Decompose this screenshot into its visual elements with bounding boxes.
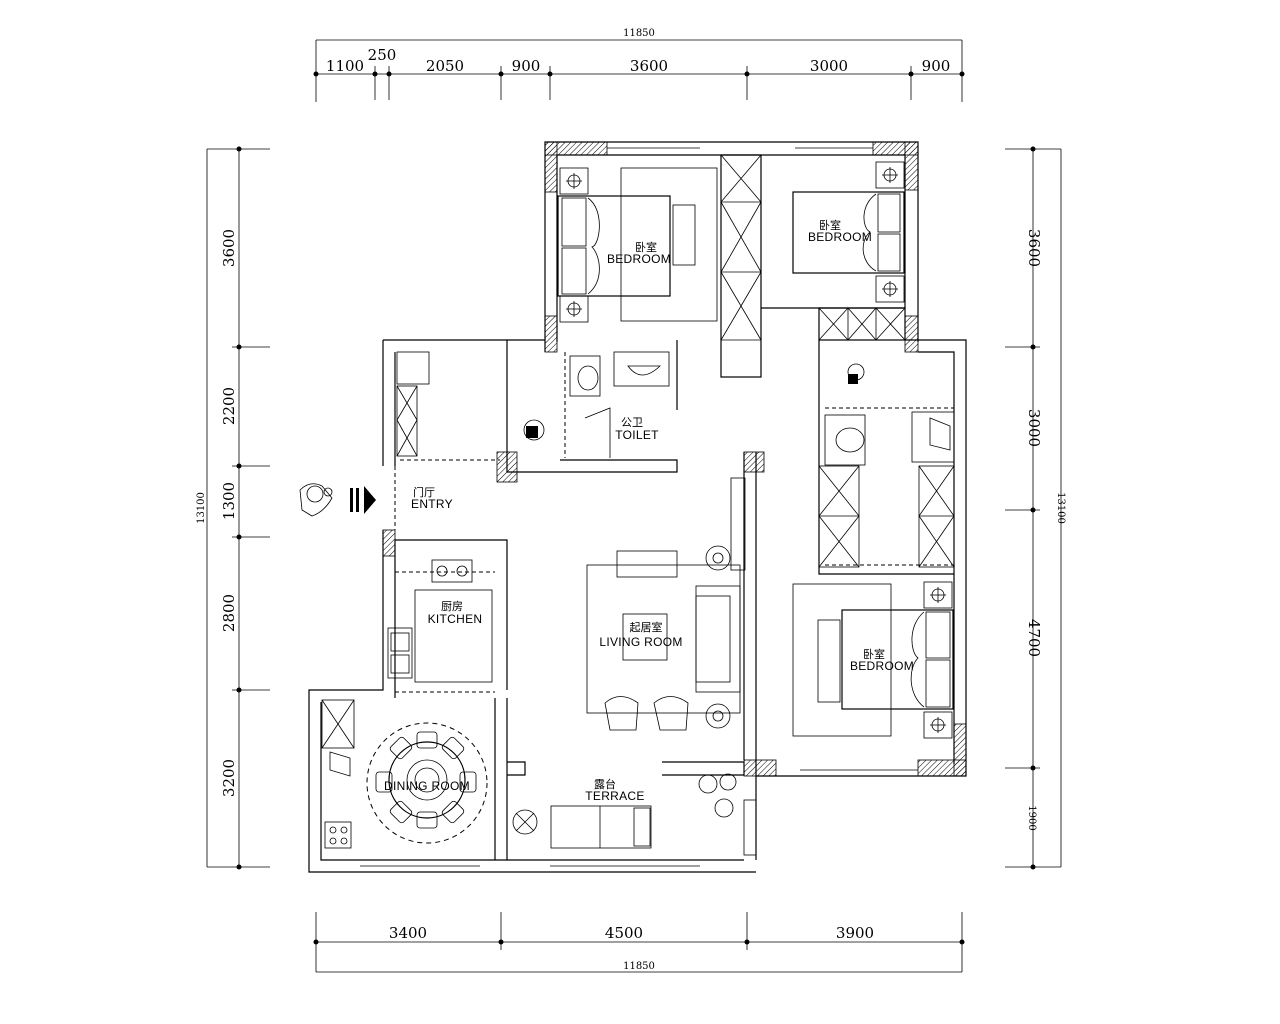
kitchen-en-label: KITCHEN bbox=[428, 612, 483, 626]
right-total-dimension: 13100 bbox=[1055, 492, 1066, 524]
toilet-fixtures bbox=[523, 351, 670, 458]
entry-en-label: ENTRY bbox=[411, 497, 453, 511]
kitchen-cn-label: 厨房 bbox=[441, 600, 463, 613]
second-bedroom-cn-label: 卧室 bbox=[819, 218, 841, 232]
entry-arrow-icon bbox=[350, 486, 376, 514]
interior-walls bbox=[394, 154, 954, 860]
right-bathroom-fixtures bbox=[818, 363, 955, 568]
living-room-furniture bbox=[586, 477, 746, 731]
terrace-en-label: TERRACE bbox=[585, 789, 644, 803]
top-dim-1: 1100 bbox=[326, 57, 364, 75]
left-dim-5: 3200 bbox=[220, 759, 238, 797]
third-bedroom-en-label: BEDROOM bbox=[850, 659, 914, 673]
terrace-cn-label: 露台 bbox=[594, 777, 616, 791]
master-bed bbox=[557, 167, 718, 322]
top-dim-2: 250 bbox=[368, 46, 397, 64]
top-dimension-chain: 11850 1100 250 2050 900 3600 3000 900 bbox=[313, 28, 965, 102]
kitchen-fixtures bbox=[387, 559, 493, 683]
right-dimension-chain: 3600 3000 4700 1900 13100 bbox=[1005, 146, 1066, 870]
second-bed bbox=[792, 161, 905, 303]
left-dim-1: 3600 bbox=[220, 229, 238, 267]
top-dim-5: 3600 bbox=[630, 57, 668, 75]
top-dim-6: 3000 bbox=[810, 57, 848, 75]
bottom-dim-2: 4500 bbox=[605, 924, 643, 942]
second-bedroom-en-label: BEDROOM bbox=[808, 230, 872, 244]
top-dim-3: 2050 bbox=[426, 57, 464, 75]
outer-walls bbox=[308, 141, 967, 873]
master-bedroom-cn-label: 卧室 bbox=[635, 240, 657, 254]
nightstand-lamp-icon bbox=[559, 167, 589, 323]
right-dim-2: 3000 bbox=[1025, 409, 1043, 447]
room-labels: 卧室 BEDROOM 卧室 BEDROOM 卧室 BEDROOM 公卫 TOIL… bbox=[384, 218, 914, 803]
bottom-total-dimension: 11850 bbox=[623, 961, 655, 972]
top-total-dimension: 11850 bbox=[623, 28, 655, 39]
bottom-dimension-chain: 3400 4500 3900 11850 bbox=[313, 912, 965, 973]
bottom-dim-1: 3400 bbox=[389, 924, 427, 942]
left-dim-4: 2800 bbox=[220, 594, 238, 632]
top-dim-4: 900 bbox=[512, 57, 541, 75]
left-dim-2: 2200 bbox=[220, 387, 238, 425]
right-dim-3: 4700 bbox=[1025, 619, 1043, 657]
person-icon bbox=[299, 483, 333, 517]
third-bed bbox=[792, 581, 954, 739]
living-room-cn-label: 起居室 bbox=[630, 620, 663, 634]
top-dim-7: 900 bbox=[922, 57, 951, 75]
entry-cabinet bbox=[396, 351, 430, 457]
master-bedroom-en-label: BEDROOM bbox=[607, 252, 671, 266]
right-dim-4: 1900 bbox=[1026, 805, 1037, 830]
left-dimension-chain: 3600 2200 1300 2800 3200 13100 bbox=[196, 146, 270, 870]
entry-cn-label: 门厅 bbox=[413, 485, 435, 499]
third-bedroom-cn-label: 卧室 bbox=[863, 647, 885, 661]
bottom-dim-3: 3900 bbox=[836, 924, 874, 942]
living-room-en-label: LIVING ROOM bbox=[599, 635, 682, 649]
left-total-dimension: 13100 bbox=[196, 492, 207, 524]
dining-room-en-label: DINING ROOM bbox=[384, 779, 470, 793]
toilet-en-label: TOILET bbox=[615, 428, 659, 442]
terrace-furniture bbox=[512, 773, 757, 856]
dining-area bbox=[321, 699, 488, 849]
right-dim-1: 3600 bbox=[1025, 229, 1043, 267]
left-dim-3: 1300 bbox=[220, 482, 238, 520]
toilet-cn-label: 公卫 bbox=[621, 416, 643, 429]
